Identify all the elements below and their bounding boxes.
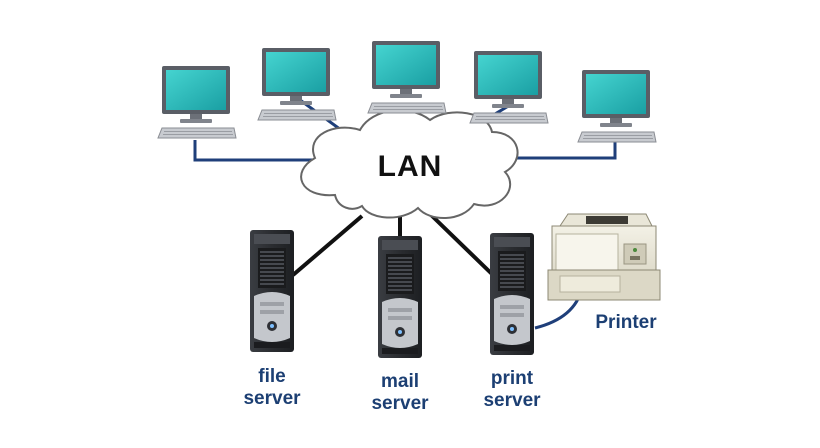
file-server-tower-icon: [249, 229, 295, 353]
lan-hub-label: LAN: [377, 150, 443, 183]
printer-label: Printer: [595, 312, 657, 333]
print-server-tower-icon: [489, 232, 535, 356]
print-server-label-line1: print: [490, 368, 534, 389]
print-server-label: print server: [462, 368, 562, 412]
printer-icon: [547, 213, 661, 301]
workstation-3: [367, 40, 447, 114]
workstation-5: [577, 69, 657, 143]
cloud-icon: [300, 109, 519, 220]
workstation-2: [257, 47, 337, 121]
mail-server-label-line1: mail: [380, 371, 420, 392]
file-server-label-line2: server: [243, 388, 301, 409]
workstation-1: [157, 65, 237, 139]
mail-server-label-line2: server: [371, 393, 429, 414]
mail-server-tower-icon: [377, 235, 423, 359]
file-server-label-line1: file: [258, 366, 286, 387]
print-server-label-line2: server: [483, 390, 541, 411]
workstation-4: [469, 50, 549, 124]
file-server-label: file server: [222, 366, 322, 410]
mail-server-label: mail server: [350, 371, 450, 415]
